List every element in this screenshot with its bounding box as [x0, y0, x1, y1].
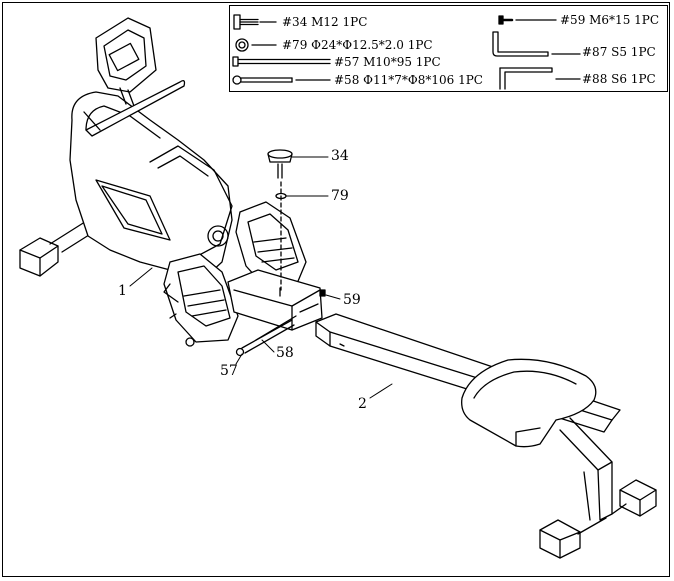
part-34-label: #34 M12 1PC: [282, 15, 368, 29]
rower-main-frame: [19, 17, 323, 347]
bolt-icon: [233, 14, 277, 30]
part-59-label: #59 M6*15 1PC: [560, 13, 660, 27]
callout-59: 59: [343, 292, 361, 308]
allen-key-s5-icon: [492, 31, 581, 57]
screw-59: [319, 289, 326, 297]
screw-icon: [498, 15, 557, 25]
callout-34: 34: [331, 148, 349, 164]
part-88-label: #88 S6 1PC: [582, 72, 656, 86]
callout-57: 57: [220, 363, 238, 379]
callout-79: 79: [331, 188, 349, 204]
leader-lines: [129, 156, 393, 399]
allen-key-s6-icon: [499, 67, 581, 90]
knob-bolt-34: [267, 149, 293, 179]
parts-legend-box: [229, 5, 668, 92]
rower-rail: [315, 313, 657, 559]
washer-icon: [235, 38, 277, 52]
part-87-label: #87 S5 1PC: [582, 45, 656, 59]
part-58-label: #58 Φ11*7*Φ8*106 1PC: [334, 73, 483, 87]
pin-58: [255, 315, 297, 341]
pin-icon: [232, 75, 331, 85]
part-79-label: #79 Φ24*Φ12.5*2.0 1PC: [282, 38, 433, 52]
callout-58: 58: [276, 345, 294, 361]
long-bolt-icon: [232, 56, 331, 67]
callout-2: 2: [358, 396, 367, 412]
callout-1: 1: [118, 283, 127, 299]
part-57-label: #57 M10*95 1PC: [334, 55, 441, 69]
